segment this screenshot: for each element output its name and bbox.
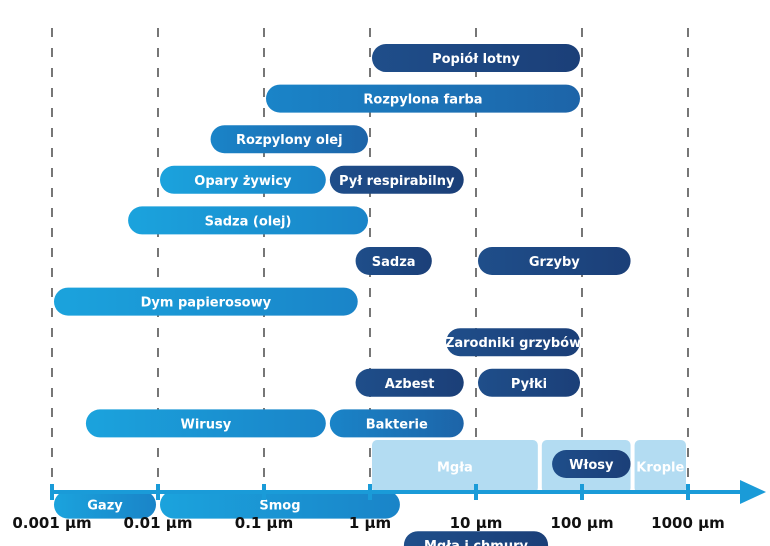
bar-label: Smog [259, 499, 300, 514]
tick-label: 100 µm [550, 514, 613, 532]
bar-pylki [478, 368, 580, 397]
bar-label: Włosy [569, 458, 614, 473]
bar-azbest [355, 368, 464, 397]
bar-label: Rozpylony olej [236, 133, 343, 148]
bar-rozpylona-farba [266, 84, 580, 113]
tick-label: 0.1 µm [235, 514, 293, 532]
bar-label: Gazy [87, 499, 123, 514]
bar-label: Mgła i chmury [424, 539, 529, 546]
axis-arrow-icon [740, 480, 766, 504]
bar-label: Popiół lotny [432, 52, 520, 67]
tick-label: 0.01 µm [124, 514, 193, 532]
tick-label: 10 µm [450, 514, 503, 532]
bar-label: Azbest [385, 377, 435, 392]
bar-opary-zywicy [160, 165, 326, 194]
bar-sadza [355, 247, 432, 275]
bar-label: Pyłki [511, 377, 547, 392]
bar-label: Opary żywicy [194, 174, 292, 189]
zones: MgłaDeszczKrople [372, 440, 686, 493]
tick-label: 1000 µm [651, 514, 725, 532]
zone-krople [634, 440, 686, 493]
bar-label: Rozpylona farba [363, 93, 482, 108]
bar-popiol-lotny [372, 44, 580, 72]
bar-label: Grzyby [529, 255, 580, 270]
bar-label: Sadza (olej) [205, 214, 292, 229]
zone-label: Krople [636, 461, 684, 476]
bar-smog [160, 490, 400, 519]
bar-bakterie [329, 409, 464, 438]
bar-label: Zarodniki grzybów [445, 336, 581, 351]
bar-rozpylony-olej [210, 125, 368, 154]
bar-label: Wirusy [181, 417, 232, 432]
zone-label: Mgła [437, 461, 473, 476]
bar-zarodniki-grzybow [446, 328, 580, 357]
bar-sadza-olej [128, 206, 368, 235]
bar-wirusy [85, 409, 326, 438]
bar-pyl-respirabilny [329, 165, 464, 194]
zone-mgla [372, 440, 538, 493]
x-axis: 0.001 µm 0.01 µm 0.1 µm 1 µm 10 µm 100 µm 1000… [12, 480, 766, 532]
bar-label: Dym papierosowy [141, 296, 272, 311]
bar-mgla-i-chmury [403, 531, 549, 546]
bar-label: Pył respirabilny [339, 174, 455, 189]
bar-label: Sadza [372, 255, 416, 270]
tick-label: 0.001 µm [12, 514, 91, 532]
bar-dym-papierosowy [54, 287, 358, 316]
bar-wlosy [552, 450, 631, 478]
tick-label: 1 µm [349, 514, 391, 532]
bar-label: Bakterie [366, 417, 428, 432]
bar-grzyby [478, 247, 631, 275]
bar-gazy [54, 490, 156, 519]
